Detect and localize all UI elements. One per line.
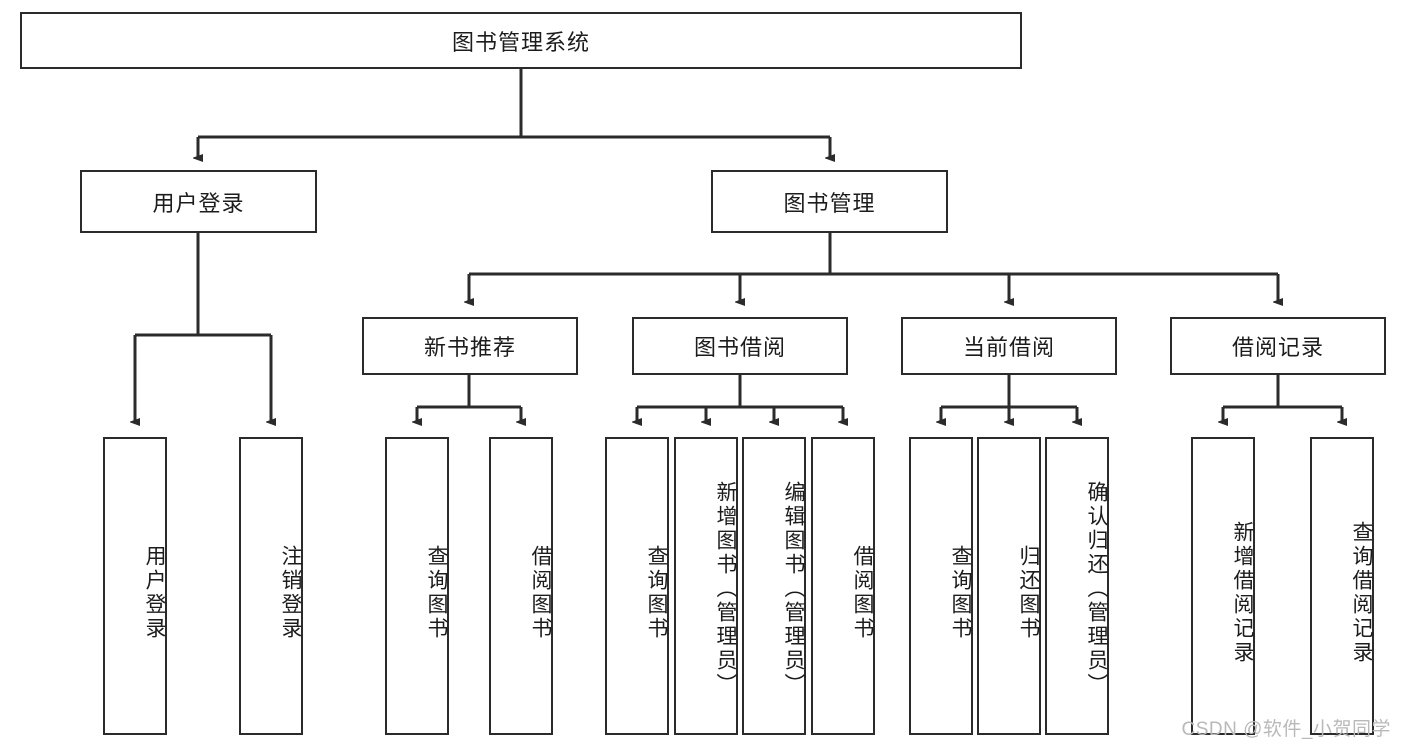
node-book-management[interactable]: 图书管理	[711, 170, 948, 233]
leaf-book-borrow-edit-admin[interactable]: 编辑图书（管理员）	[742, 437, 806, 735]
connector-newbook-to-leaves	[417, 375, 521, 422]
node-root-system[interactable]: 图书管理系统	[20, 12, 1022, 69]
leaf-current-borrow-confirm-admin[interactable]: 确认归还（管理员）	[1045, 437, 1109, 735]
connector-root-to-level2	[198, 69, 830, 158]
leaf-new-book-query[interactable]: 查询图书	[385, 437, 449, 735]
node-current-borrow[interactable]: 当前借阅	[901, 317, 1117, 375]
connector-borrowrecord-to-leaves	[1223, 375, 1342, 422]
leaf-book-borrow-query[interactable]: 查询图书	[605, 437, 669, 735]
connector-userlogin-to-leaves	[135, 233, 271, 422]
connector-currentborrow-to-leaves	[941, 375, 1077, 422]
node-user-login[interactable]: 用户登录	[80, 170, 317, 233]
leaf-user-login-logout[interactable]: 注销登录	[239, 437, 303, 735]
leaf-book-borrow-add-admin[interactable]: 新增图书（管理员）	[674, 437, 738, 735]
leaf-borrow-record-add[interactable]: 新增借阅记录	[1191, 437, 1255, 735]
connector-bookborrow-to-leaves	[637, 375, 843, 422]
node-book-borrow[interactable]: 图书借阅	[632, 317, 848, 375]
node-new-book-recommend[interactable]: 新书推荐	[362, 317, 578, 375]
leaf-current-borrow-return[interactable]: 归还图书	[977, 437, 1041, 735]
leaf-current-borrow-query[interactable]: 查询图书	[909, 437, 973, 735]
leaf-user-login-signin[interactable]: 用户登录	[103, 437, 167, 735]
leaf-new-book-borrow[interactable]: 借阅图书	[489, 437, 553, 735]
leaf-book-borrow-borrow[interactable]: 借阅图书	[811, 437, 875, 735]
leaf-borrow-record-query[interactable]: 查询借阅记录	[1310, 437, 1374, 735]
connector-bookmgmt-to-level3	[469, 233, 1278, 302]
node-borrow-record[interactable]: 借阅记录	[1170, 317, 1386, 375]
